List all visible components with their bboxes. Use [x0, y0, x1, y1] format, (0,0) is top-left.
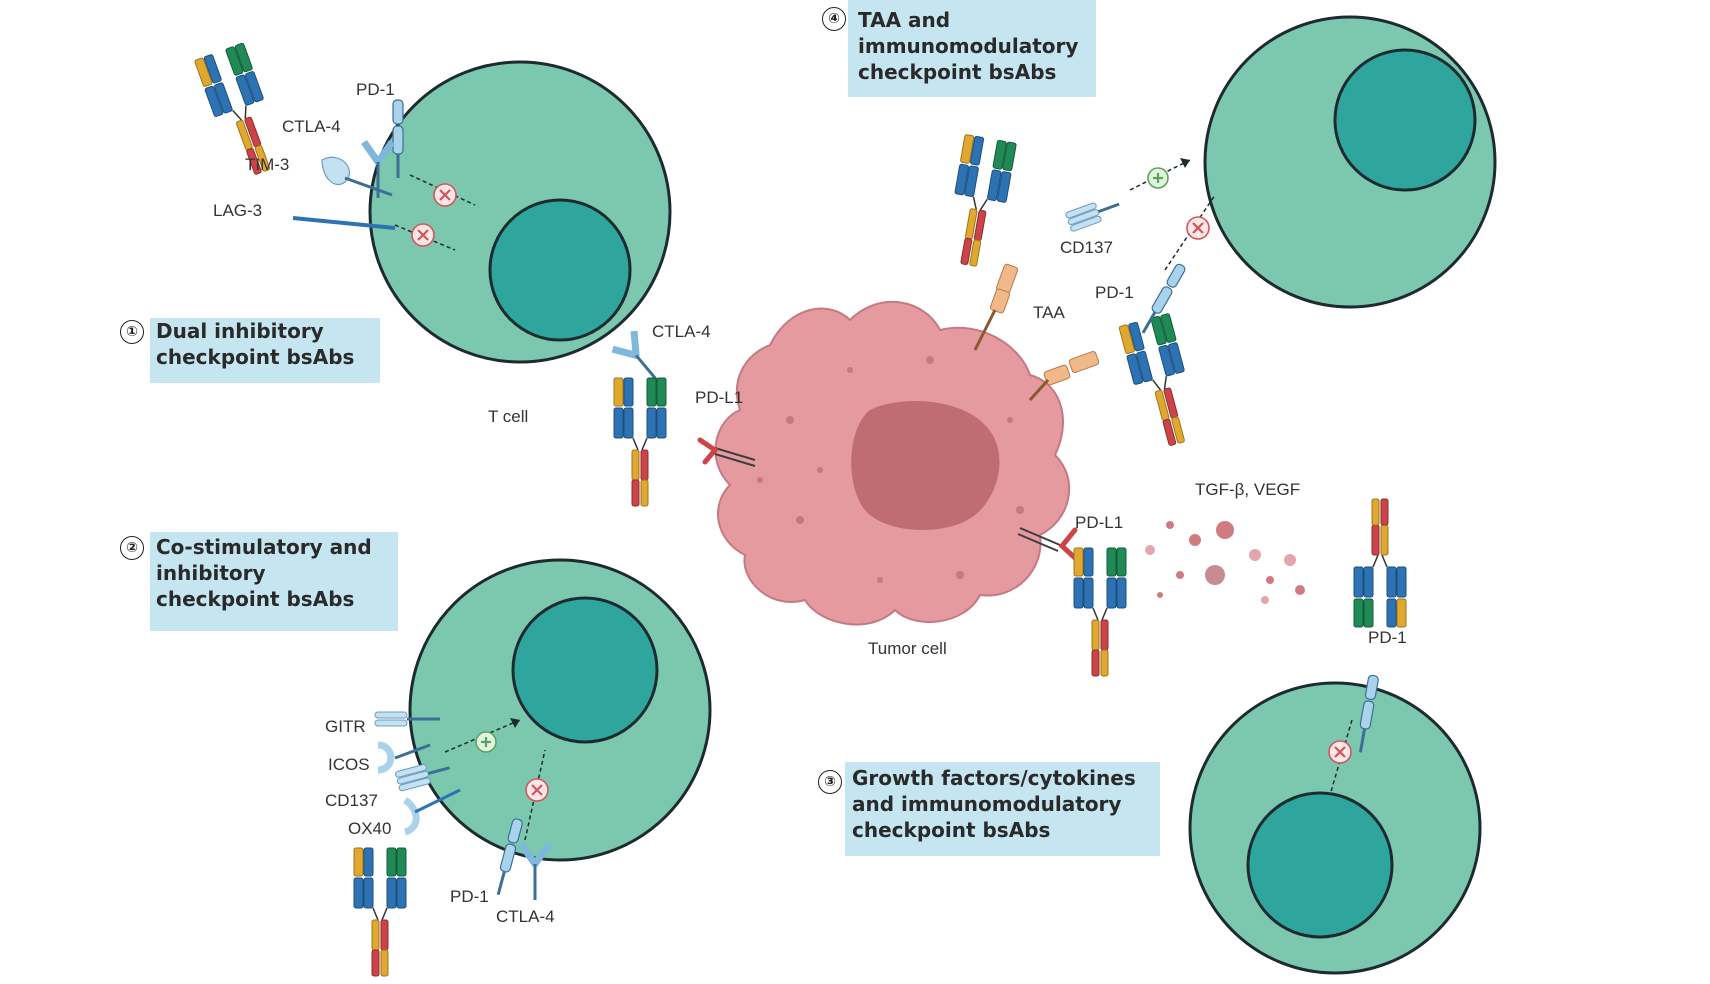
inhibit-icon	[524, 777, 550, 803]
stimulate-icon	[474, 730, 498, 754]
gitr-receptor-icon	[374, 711, 440, 727]
cytokine-particles	[1145, 521, 1305, 604]
lag3-receptor-icon	[292, 216, 396, 230]
label-cd137: CD137	[1060, 238, 1113, 257]
label-pdl1: PD-L1	[1075, 513, 1123, 532]
label-pd1: PD-1	[356, 80, 395, 99]
panel-number: ②	[120, 536, 144, 560]
icos-receptor-icon	[377, 741, 431, 774]
panel-title: Co-stimulatory and inhibitory checkpoint…	[156, 535, 372, 611]
panel-box	[848, 0, 1096, 97]
tumor-cell	[714, 300, 1071, 626]
panel-box	[845, 762, 1160, 856]
inhibit-icon	[1327, 739, 1353, 765]
label-gitr: GITR	[325, 717, 366, 736]
label-cd137: CD137	[325, 791, 378, 810]
label-pd1: PD-1	[1368, 628, 1407, 647]
pdl1-ligand-icon	[1017, 527, 1078, 561]
panel-number: ①	[120, 320, 144, 344]
panel-number: ④	[822, 7, 846, 31]
panel-title: Growth factors/cytokines and immunomodul…	[852, 766, 1136, 842]
bispecific-antibody-icon	[353, 847, 407, 977]
pdl1-ligand-icon	[697, 437, 756, 467]
panel-number: ③	[818, 770, 842, 794]
panel-title: Dual inhibitory checkpoint bsAbs	[156, 319, 355, 369]
label-ctla4: CTLA-4	[652, 322, 711, 341]
cd137-receptor-icon	[1063, 193, 1125, 234]
bispecific-antibody-icon	[1353, 498, 1407, 628]
label-t-cell: T cell	[488, 407, 528, 426]
label-ctla4: CTLA-4	[496, 907, 555, 926]
label-tim3: TIM-3	[245, 155, 289, 174]
inhibit-icon	[410, 222, 436, 248]
taa-receptor-icon	[1028, 350, 1100, 402]
label-ox40: OX40	[348, 819, 391, 838]
inhibit-icon	[432, 182, 458, 208]
stimulate-icon	[1146, 166, 1170, 190]
ox40-receptor-icon	[402, 788, 461, 836]
inhibit-icon	[1185, 215, 1211, 241]
label-pd1: PD-1	[1095, 283, 1134, 302]
panel-title: TAA and immunomodulatory checkpoint bsAb…	[858, 8, 1079, 84]
t-cell-1	[368, 60, 672, 364]
taa-receptor-icon	[973, 263, 1019, 351]
label-pdl1: PD-L1	[695, 388, 743, 407]
panel-box	[150, 532, 398, 631]
bispecific-antibody-icon	[942, 133, 1018, 271]
bispecific-antibody-icon	[1073, 547, 1127, 677]
label-pd1: PD-1	[450, 887, 489, 906]
label-tgf-vegf: TGF-β, VEGF	[1195, 480, 1300, 499]
label-taa: TAA	[1033, 303, 1065, 322]
tim3-receptor-icon	[321, 156, 393, 197]
t-cell-3	[1188, 681, 1482, 975]
panel-box	[150, 318, 380, 383]
label-tumor-cell: Tumor cell	[868, 639, 947, 658]
t-cell-2	[408, 558, 712, 862]
label-ctla4: CTLA-4	[282, 117, 341, 136]
label-lag3: LAG-3	[213, 201, 262, 220]
label-icos: ICOS	[328, 755, 370, 774]
bispecific-antibody-icon	[1118, 312, 1203, 452]
bispecific-antibody-icon	[613, 377, 667, 507]
t-cell-4	[1203, 15, 1497, 309]
